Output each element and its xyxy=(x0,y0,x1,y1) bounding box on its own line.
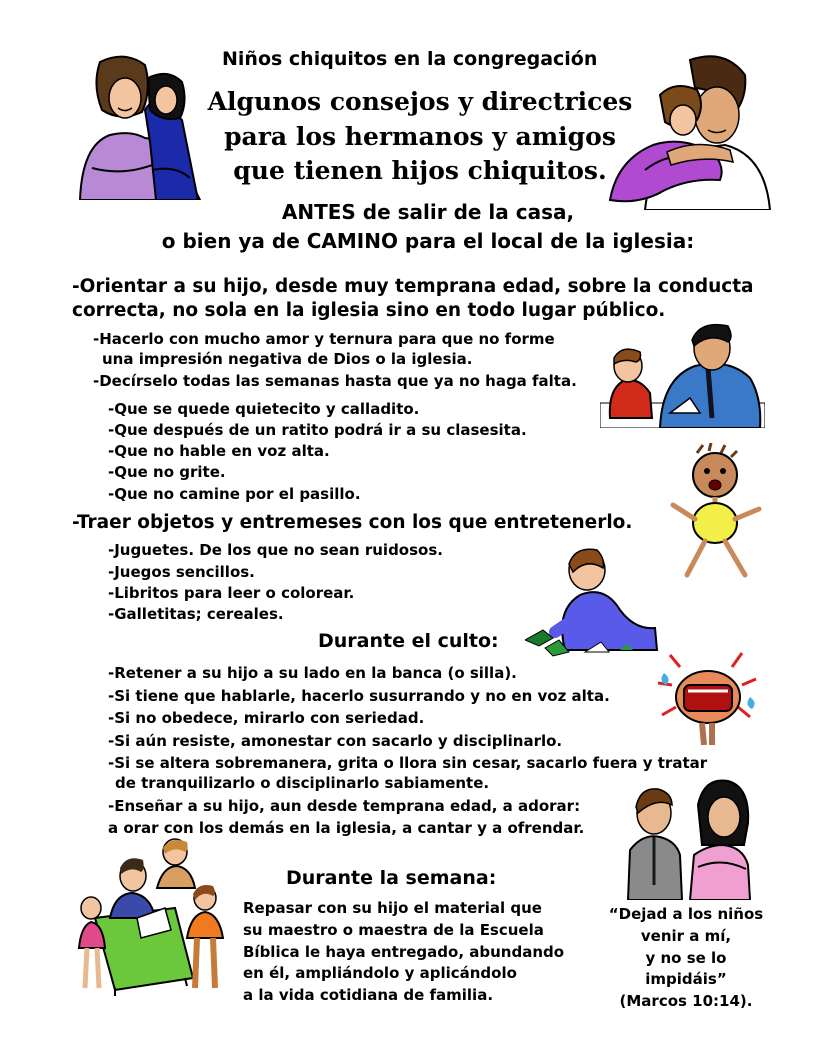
antes-heading-line-2: o bien ya de CAMINO para el local de la … xyxy=(161,229,695,253)
culto-item: a orar con los demás en la iglesia, a ca… xyxy=(108,819,585,837)
mother-child-illustration xyxy=(78,55,202,200)
durante-semana-text: Repasar con su hijo el material que su m… xyxy=(243,899,565,1005)
traer-item: -Juguetes. De los que no sean ruidosos. xyxy=(108,541,443,559)
rule-item: -Que no hable en voz alta. xyxy=(108,442,330,460)
rule-item: -Que no camine por el pasillo. xyxy=(108,485,361,503)
crying-child-illustration xyxy=(657,652,757,745)
decirselo-line: -Decírselo todas las semanas hasta que y… xyxy=(93,372,577,390)
rule-item: -Que después de un ratito podrá ir a su … xyxy=(108,421,527,439)
cartoon-child-illustration xyxy=(670,443,762,578)
traer-item: -Galletitas; cereales. xyxy=(108,605,284,623)
orientar-line-2: correcta, no sola en la iglesia sino en … xyxy=(72,300,666,321)
bible-quote: “Dejad a los niños venir a mí, y no se l… xyxy=(608,905,764,1011)
traer-item: -Libritos para leer o colorear. xyxy=(108,584,355,602)
hacerlo-line-2: una impresión negativa de Dios o la igle… xyxy=(102,350,473,368)
father-hugging-child-illustration xyxy=(608,55,772,210)
culto-item: -Si aún resiste, amonestar con sacarlo y… xyxy=(108,732,563,750)
culto-item: -Si se altera sobremanera, grita o llora… xyxy=(108,754,708,772)
orientar-line-1: -Orientar a su hijo, desde muy temprana … xyxy=(72,276,754,297)
two-children-illustration xyxy=(626,779,752,900)
durante-culto-heading: Durante el culto: xyxy=(318,630,499,652)
traer-line: -Traer objetos y entremeses con los que … xyxy=(72,512,633,533)
page-title-line-2: para los hermanos y amigos xyxy=(224,122,616,151)
traer-item: -Juegos sencillos. xyxy=(108,563,255,581)
culto-item: de tranquilizarlo o disciplinarlo sabiam… xyxy=(115,774,490,792)
culto-item: -Si tiene que hablarle, hacerlo susurran… xyxy=(108,687,610,705)
hacerlo-line-1: -Hacerlo con mucho amor y ternura para q… xyxy=(93,330,555,348)
family-reading-illustration xyxy=(77,838,225,996)
rule-item: -Que no grite. xyxy=(108,463,226,481)
teacher-with-child-illustration xyxy=(600,323,765,428)
child-playing-illustration xyxy=(525,548,659,657)
durante-semana-heading: Durante la semana: xyxy=(286,867,497,889)
rule-item: -Que se quede quietecito y calladito. xyxy=(108,400,420,418)
page-title-line-3: que tienen hijos chiquitos. xyxy=(233,156,607,185)
culto-item: -Si no obedece, mirarlo con seriedad. xyxy=(108,709,425,727)
page-subtitle: Niños chiquitos en la congregación xyxy=(222,48,598,70)
antes-heading-line-1: ANTES de salir de la casa, xyxy=(281,200,575,224)
culto-item: -Enseñar a su hijo, aun desde temprana e… xyxy=(108,797,581,815)
page-title-line-1: Algunos consejos y directrices xyxy=(207,87,633,116)
culto-item: -Retener a su hijo a su lado en la banca… xyxy=(108,664,517,682)
